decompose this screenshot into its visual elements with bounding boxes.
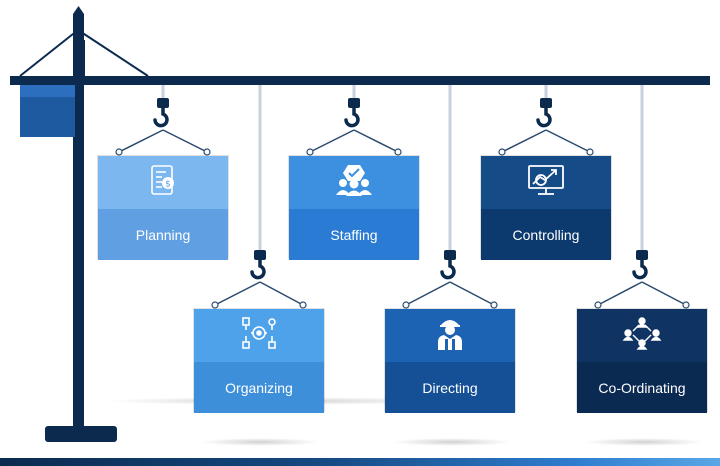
hook-icon — [250, 250, 266, 280]
box-icon-area — [289, 156, 419, 209]
counterweight-highlight — [20, 85, 75, 97]
rigging-line — [449, 281, 495, 306]
rigging-ring — [498, 148, 506, 156]
box-shadow — [392, 438, 512, 446]
box-label-controlling: Controlling — [512, 226, 580, 243]
crane-mast — [73, 14, 84, 434]
rigging-ring — [299, 301, 307, 309]
box-controlling: Controlling — [480, 155, 612, 260]
rigging-ring — [211, 301, 219, 309]
staffing-team-icon — [335, 163, 373, 202]
box-label-coordinating: Co-Ordinating — [598, 379, 686, 396]
box-icon-area — [194, 309, 324, 362]
planning-checklist-icon: $ — [146, 163, 180, 202]
rigging-ring — [682, 301, 690, 309]
organizing-gears-icon — [239, 316, 279, 355]
rigging-line — [597, 281, 643, 306]
svg-text:$: $ — [165, 180, 171, 190]
box-directing: Directing — [384, 308, 516, 413]
rigging-line — [545, 129, 591, 153]
rigging-ring — [306, 148, 314, 156]
rigging-lines — [115, 129, 690, 309]
rigging-ring — [490, 301, 498, 309]
coordinating-network-icon — [622, 316, 662, 355]
box-icon-area — [481, 156, 611, 209]
hook-icon — [632, 250, 648, 280]
rigging-line — [405, 281, 451, 306]
hook-cables — [161, 82, 644, 252]
rigging-ring — [203, 148, 211, 156]
box-label-planning: Planning — [135, 226, 191, 243]
rigging-line — [353, 129, 399, 153]
box-label-staffing: Staffing — [330, 226, 378, 243]
crane-mast-tip — [73, 6, 84, 14]
hook-icon — [536, 98, 552, 128]
rigging-ring — [394, 148, 402, 156]
rigging-line — [214, 281, 261, 306]
crane-jib — [10, 76, 710, 85]
hook-icon — [153, 98, 169, 128]
controlling-monitor-icon — [526, 163, 566, 202]
box-label-directing: Directing — [422, 379, 478, 396]
box-planning: $ Planning — [97, 155, 229, 260]
box-icon-area: $ — [98, 156, 228, 209]
rigging-ring — [115, 148, 123, 156]
rigging-line — [118, 129, 164, 153]
rigging-ring — [402, 301, 410, 309]
box-label-organizing: Organizing — [225, 379, 293, 396]
hook-icon — [344, 98, 360, 128]
hooks — [153, 98, 648, 280]
box-coordinating: Co-Ordinating — [576, 308, 708, 413]
bottom-gradient-strip — [0, 458, 720, 466]
hook-icon — [440, 250, 456, 280]
rigging-line — [641, 281, 687, 306]
box-shadow — [200, 438, 320, 446]
box-icon-area — [385, 309, 515, 362]
crane-base — [45, 426, 117, 442]
box-icon-area — [577, 309, 707, 362]
box-shadow — [584, 438, 704, 446]
rigging-line — [501, 129, 547, 153]
box-organizing: Organizing — [193, 308, 325, 413]
rigging-line — [162, 129, 208, 153]
directing-worker-icon — [433, 315, 467, 356]
rigging-ring — [594, 301, 602, 309]
box-staffing: Staffing — [288, 155, 420, 260]
rigging-ring — [586, 148, 594, 156]
crane-guy-lines — [19, 29, 149, 77]
rigging-line — [259, 281, 304, 306]
rigging-line — [309, 129, 355, 153]
